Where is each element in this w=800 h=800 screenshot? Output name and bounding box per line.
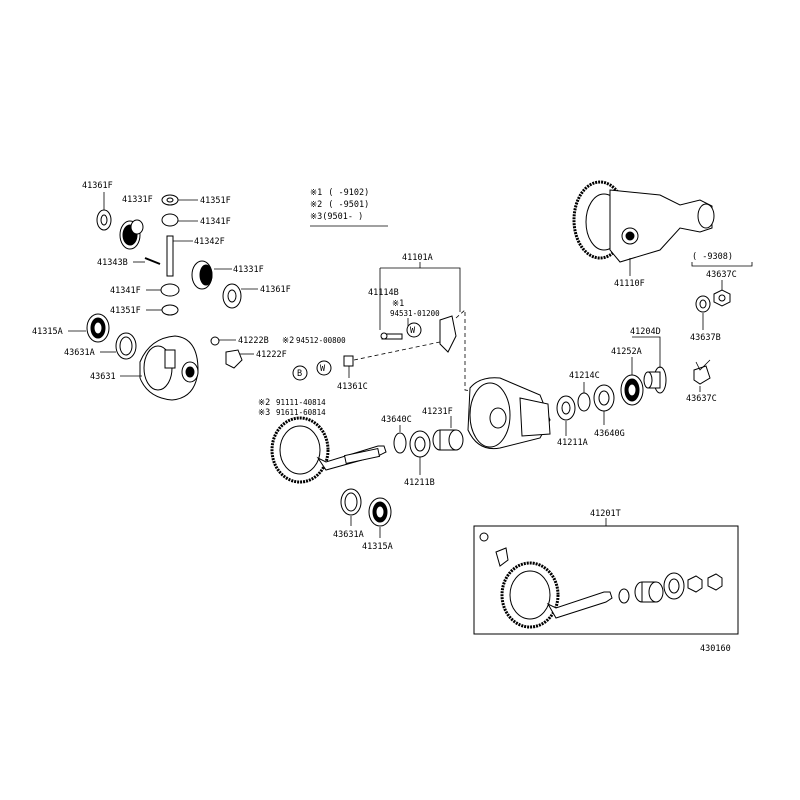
collar-41214C — [577, 392, 591, 412]
label-94531-mark: ※1 — [392, 299, 404, 309]
bearing-race-43631A-low — [340, 488, 362, 516]
label-94512: 94512-00800 — [296, 336, 346, 345]
washer-43637B — [695, 295, 711, 313]
companion-flange-41204D — [643, 366, 667, 394]
label-41361C: 41361C — [337, 382, 368, 392]
label-41315A-low: 41315A — [362, 542, 393, 552]
label-43631: 43631 — [90, 372, 116, 382]
differential-case-43631 — [139, 335, 199, 401]
side-gear-41331F-top — [119, 219, 144, 250]
label-note-2: ※2( -9501) — [310, 200, 369, 210]
label-41252A: 41252A — [611, 347, 642, 357]
label-91611-mark: ※3 — [258, 408, 270, 418]
label-note-3: ※3(9501- ) — [310, 212, 363, 222]
label-43637B: 43637B — [690, 333, 721, 343]
bearing-41211A — [556, 395, 576, 421]
kit-contents-41201T — [479, 532, 723, 629]
label-41351F-top: 41351F — [200, 196, 231, 206]
bearing-41211B — [409, 430, 431, 458]
label-note-1: ※1( -9102) — [310, 188, 369, 198]
bolt-41114B — [380, 332, 403, 340]
pinion-shaft-41342F — [166, 235, 174, 277]
bearing-41315A-left — [86, 313, 110, 343]
label-41331F-mid: 41331F — [233, 265, 264, 275]
side-gear-41331F-mid — [191, 260, 213, 290]
label-41343B: 41343B — [97, 258, 128, 268]
label-41214C: 41214C — [569, 371, 600, 381]
bolt-symbol-text: B — [297, 369, 302, 379]
diagram-id: 430160 — [700, 644, 731, 654]
shaft-pin-41343B — [144, 257, 161, 265]
bracket-plate — [439, 315, 457, 353]
cap-41361C — [343, 355, 354, 367]
label-43631A-left: 43631A — [64, 348, 95, 358]
bearing-43640G — [593, 384, 615, 412]
label-43637C-low: 43637C — [686, 394, 717, 404]
label-94512-mark: ※2 — [282, 336, 294, 346]
label-41315A-left: 41315A — [32, 327, 63, 337]
pinion-gear-41341F-top — [161, 213, 179, 227]
label-41361F-mid: 41361F — [260, 285, 291, 295]
bolt-symbol — [292, 365, 308, 381]
bolt-41222B — [210, 336, 220, 346]
lock-plate-41222F — [225, 349, 243, 369]
label-41211A: 41211A — [557, 438, 588, 448]
label-41342F: 41342F — [194, 237, 225, 247]
washer-symbol-center-text: W — [410, 326, 416, 336]
pinion-gear-41341F-left — [160, 283, 180, 297]
label-41211B: 41211B — [404, 478, 435, 488]
washer-symbol-left — [316, 360, 332, 376]
label-91611: 91611-60814 — [276, 408, 326, 417]
spacer-41231F — [432, 429, 464, 451]
cap-43637C-low — [693, 365, 711, 385]
bearing-41315A-low — [368, 497, 392, 527]
label-41231F: 41231F — [422, 407, 453, 417]
label-43631A-low: 43631A — [333, 530, 364, 540]
nut-43637C-top — [713, 289, 731, 307]
label-43640C: 43640C — [381, 415, 412, 425]
ring-gear-pinion-set — [270, 416, 387, 484]
collar-43640C — [393, 432, 407, 454]
bearing-race-43631A-left — [115, 332, 137, 360]
label-41101A: 41101A — [402, 253, 433, 263]
label-41222B: 41222B — [238, 336, 269, 346]
label-41222F: 41222F — [256, 350, 287, 360]
label-41361F-top: 41361F — [82, 181, 113, 191]
washer-symbol-center — [406, 322, 422, 338]
label-43640G: 43640G — [594, 429, 625, 439]
label-41114B: 41114B — [368, 288, 399, 298]
washer-symbol-left-text: W — [320, 364, 326, 374]
label-9308: ( -9308) — [692, 252, 733, 262]
pinion-washer-41351F-low — [161, 304, 179, 316]
label-43637C-top: 43637C — [706, 270, 737, 280]
oil-seal-41252A — [620, 374, 644, 406]
label-41351F-low: 41351F — [110, 306, 141, 316]
label-41341F-top: 41341F — [200, 217, 231, 227]
carrier-housing-41101A — [467, 377, 551, 450]
carrier-assembly-41110F — [572, 180, 715, 263]
label-41204D: 41204D — [630, 327, 661, 337]
label-91111: 91111-40814 — [276, 398, 326, 407]
label-41331F-top: 41331F — [122, 195, 153, 205]
label-41341F-left: 41341F — [110, 286, 141, 296]
label-94531: 94531-01200 — [390, 309, 440, 318]
label-91111-mark: ※2 — [258, 398, 270, 408]
label-41201T: 41201T — [590, 509, 621, 519]
label-41110F: 41110F — [614, 279, 645, 289]
